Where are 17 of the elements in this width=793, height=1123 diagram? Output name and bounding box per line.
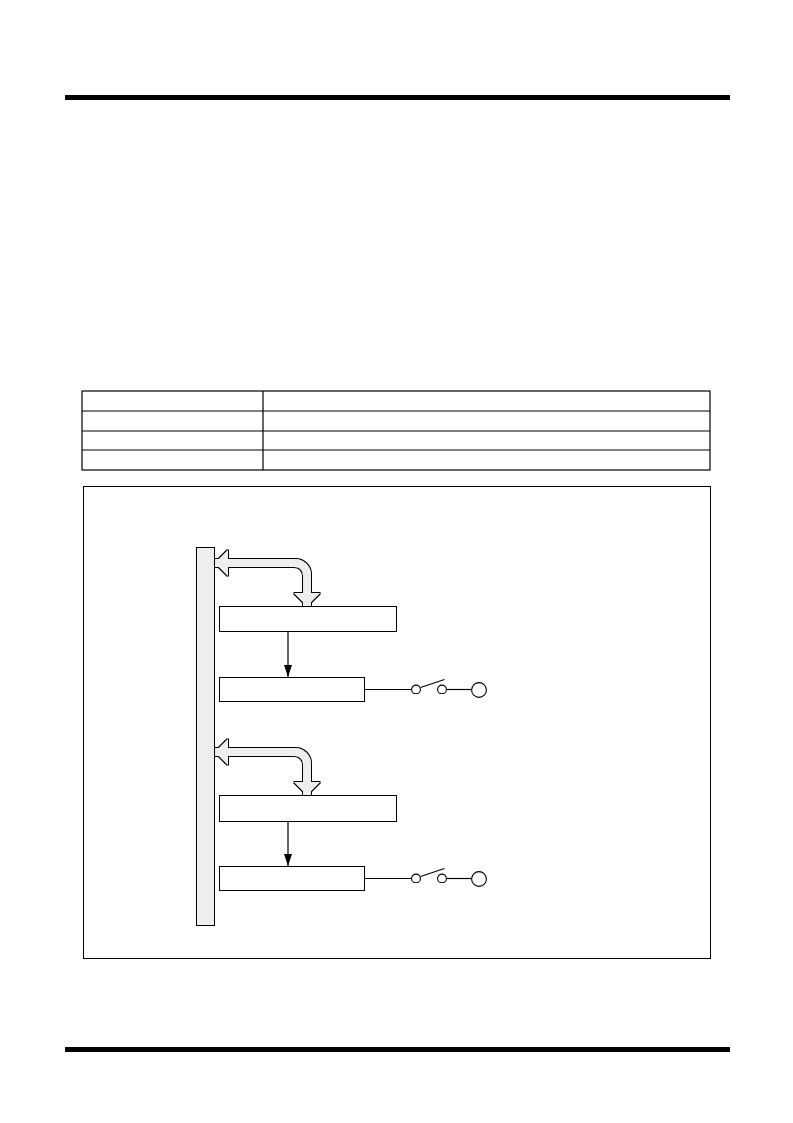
block-box: [219, 795, 397, 822]
connector-line: [446, 688, 472, 691]
terminal-circle: [471, 681, 487, 698]
bus-bar: [196, 547, 215, 926]
connector-line: [364, 877, 412, 880]
arrow: [284, 821, 292, 867]
connector-line: [446, 877, 472, 880]
switch-symbol: [411, 868, 447, 883]
double-headed-block-arrow: [215, 550, 320, 606]
block-box: [219, 866, 365, 891]
block-box: [219, 606, 397, 632]
connector-line: [364, 688, 412, 691]
block-box: [219, 677, 365, 702]
double-headed-block-arrow: [215, 739, 320, 795]
arrow: [284, 631, 292, 678]
switch-symbol: [411, 679, 447, 694]
terminal-circle: [471, 870, 487, 887]
